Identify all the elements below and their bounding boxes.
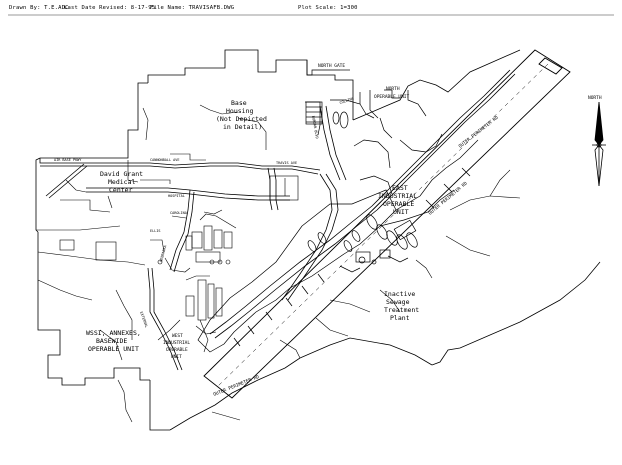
road-label-nebraska: NEBRASKA [159,244,167,262]
road-label-cannonball: CANNONBALL AVE [150,158,180,162]
road-label-perimeter-se: OUTER PERIMETER RD [427,180,468,216]
annexes-ou-line1: WSSI, ANNEXES, [86,329,141,337]
east-ou-line4: UNIT [393,208,409,216]
runway-primary [203,49,571,399]
sewage-plant-line2: Sewage [386,298,410,306]
runway-secondary [209,69,516,339]
west-industrial-buildings [185,213,237,335]
west-ou-line4: UNIT [171,354,182,360]
medical-center-line2: Medical [108,178,135,186]
annexes-ou-line2: BASEWIDE [96,337,127,345]
road-label-ellis: ELLIS [150,229,161,233]
east-ou-line1: EAST [392,184,408,192]
north-operable-unit-line2: OPERABLE UNIT [374,94,410,100]
road-label-burgan: BURGAN BLVD [311,115,319,139]
plot-scale-label: Plot Scale: 1=300 [298,5,358,11]
road-label-collins: COLLINS [339,97,354,105]
west-features [36,104,299,423]
base-boundary [35,49,601,431]
medical-center-line1: David Grant [100,170,143,178]
north-operable-unit-line1: NORTH [386,86,400,92]
west-ou-line1: WEST [172,333,183,339]
base-housing-line4: in Detail) [223,123,262,131]
file-name-label: File Name: TRAVISAFB.DWG [150,5,235,11]
north-arrow-label: NORTH [588,95,602,101]
sewage-plant-line1: Inactive [384,290,415,298]
east-ou-line2: INDUSTRIAL [378,192,417,200]
sewage-plant-line4: Plant [390,314,410,322]
base-housing-line2: Housing [226,107,253,115]
north-gate-label: NORTH GATE [318,63,345,69]
annexes-ou-line3: OPERABLE UNIT [88,345,139,353]
base-housing-line1: Base [231,99,247,107]
north-arrow [592,101,606,187]
east-ou-line3: OPERABLE [383,200,414,208]
road-label-external: EXTERNAL [139,311,149,328]
last-revised-label: Last Date Revised: 8-17-95 [64,5,156,11]
southeast-features [279,169,521,359]
drawn-by-label: Drawn By: T.E.ADC [9,5,69,11]
north-gate-area [305,60,427,139]
road-label-hospital: HOSPITAL [168,194,185,198]
road-label-travis: TRAVIS AVE [276,161,297,165]
base-housing-line3: (Not Depicted [216,115,267,123]
sewage-plant-line3: Treatment [384,306,419,314]
taxiway-connectors [233,167,471,347]
aprons [197,133,479,353]
road-label-air-base-pkwy: AIR BASE PKWY [54,158,82,162]
medical-center-line3: Center [109,186,133,194]
west-ou-line2: INDUSTRIAL [163,340,190,346]
road-label-carolina: CAROLINA [170,211,188,215]
west-ou-line3: OPERABLE [166,347,188,353]
